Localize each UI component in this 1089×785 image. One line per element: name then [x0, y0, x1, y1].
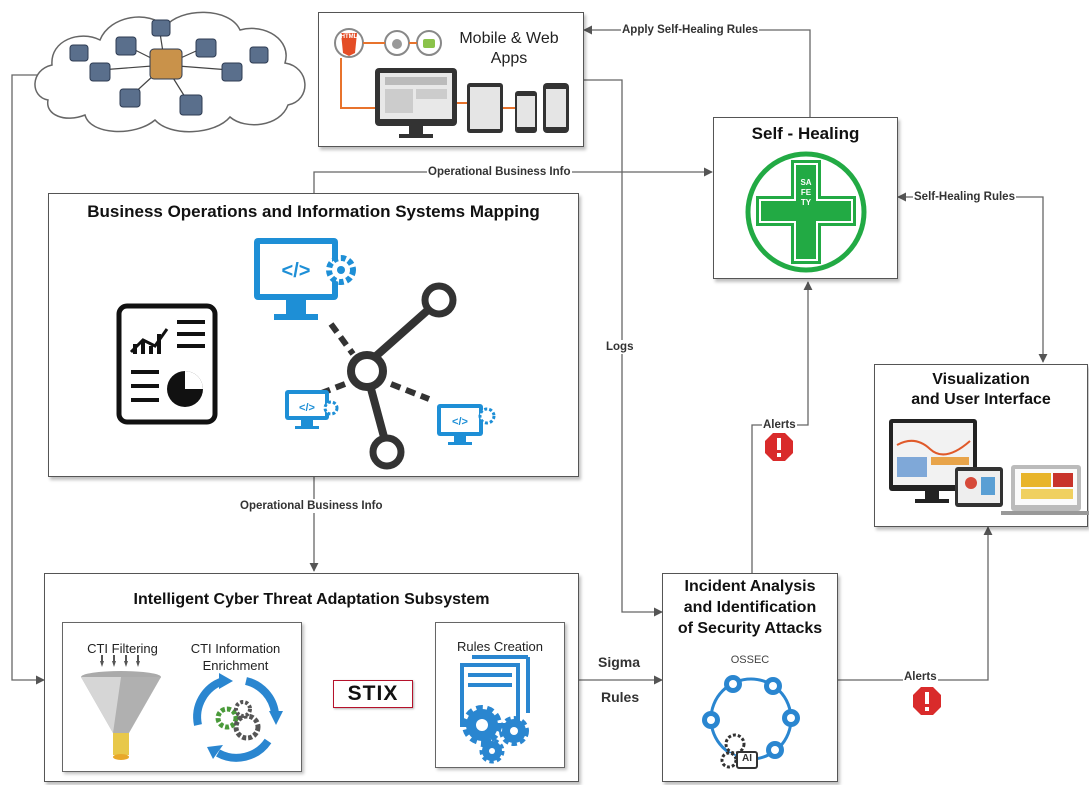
stix-badge: STIX: [333, 680, 413, 708]
network-graph-icon: [317, 282, 457, 470]
rules-creation-box: Rules Creation: [435, 622, 565, 768]
dashboard-devices-illustration: [889, 419, 1089, 515]
stix-text: STIX: [347, 682, 399, 705]
visualization-box: Visualization and User Interface: [874, 364, 1089, 527]
label-rules: Rules: [600, 689, 641, 705]
cti-icons: [81, 655, 283, 762]
code-monitor-icon: </>: [254, 238, 356, 320]
database-icon: [69, 19, 269, 116]
safety-cross-icon: [745, 151, 867, 273]
self-healing-box: Self - Healing SAFETY: [713, 117, 898, 279]
database-cloud: [34, 11, 306, 133]
ossec-label: OSSEC: [730, 654, 770, 666]
label-self-healing-rules: Self-Healing Rules: [913, 190, 1016, 204]
label-operational-business-info-top: Operational Business Info: [427, 165, 572, 179]
mobile-web-apps-box: Mobile & Web Apps HTML: [318, 12, 584, 147]
ctas-title: Intelligent Cyber Threat Adaptation Subs…: [133, 591, 490, 608]
code-monitor-small-icon: </>: [285, 390, 339, 429]
cti-filtering-label: CTI Filtering: [87, 641, 158, 656]
ossec-cycle-icon: [702, 675, 800, 769]
label-alerts-right: Alerts: [903, 670, 938, 684]
svg-text:</>: </>: [299, 402, 315, 414]
report-document-icon: [116, 303, 218, 425]
svg-text:</>: </>: [282, 260, 311, 282]
business-title: Business Operations and Information Syst…: [87, 202, 540, 221]
edge-cloud-to-ctas: [11, 74, 45, 685]
edge-alerts-right: [838, 526, 993, 681]
edge-self-healing-rules: [897, 192, 1048, 363]
enrichment-cycle-icon: [193, 673, 283, 762]
edge-op-info-top: [313, 167, 713, 193]
incident-title-line1: Incident Analysis: [684, 578, 816, 595]
alert-icon: [913, 687, 941, 715]
label-operational-business-info-bottom: Operational Business Info: [239, 499, 384, 513]
apps-title: Mobile & Web Apps: [459, 30, 559, 67]
cti-processing-box: CTI Filtering CTI Information Enrichment: [62, 622, 302, 772]
ctas-box: Intelligent Cyber Threat Adaptation Subs…: [44, 573, 579, 782]
label-apply-self-healing-rules: Apply Self-Healing Rules: [621, 23, 760, 37]
devices-illustration: [334, 28, 569, 138]
rules-document-gears-icon: [460, 655, 530, 764]
business-mapping-illustration: </> </> </: [116, 238, 496, 470]
edge-apply-rules: [583, 25, 811, 117]
cti-enrichment-line1: CTI Information: [190, 641, 281, 656]
incident-title-line2: and Identification: [683, 599, 817, 616]
incident-analysis-box: Incident Analysis and Identification of …: [662, 573, 838, 782]
html5-icon-label: HTML: [340, 34, 358, 40]
rules-creation-label: Rules Creation: [457, 639, 543, 654]
funnel-icon: [81, 655, 161, 760]
label-alerts-top: Alerts: [762, 418, 797, 432]
ai-label: AI: [742, 753, 752, 764]
incident-title-line3: of Security Attacks: [677, 620, 823, 637]
cti-enrichment-line2: Enrichment: [202, 658, 269, 673]
svg-text:</>: </>: [452, 416, 468, 428]
label-sigma: Sigma: [597, 654, 642, 670]
viz-title-line1: Visualization: [932, 371, 1030, 388]
code-monitor-small-right-icon: </>: [437, 404, 496, 445]
self-healing-title: Self - Healing: [751, 124, 860, 143]
alert-icon: [765, 433, 793, 461]
safety-text: SAFETY: [800, 178, 812, 207]
label-logs: Logs: [605, 340, 635, 354]
viz-title-line2: and User Interface: [911, 391, 1051, 408]
business-operations-box: Business Operations and Information Syst…: [48, 193, 579, 477]
ai-gear-icon: [720, 733, 758, 769]
